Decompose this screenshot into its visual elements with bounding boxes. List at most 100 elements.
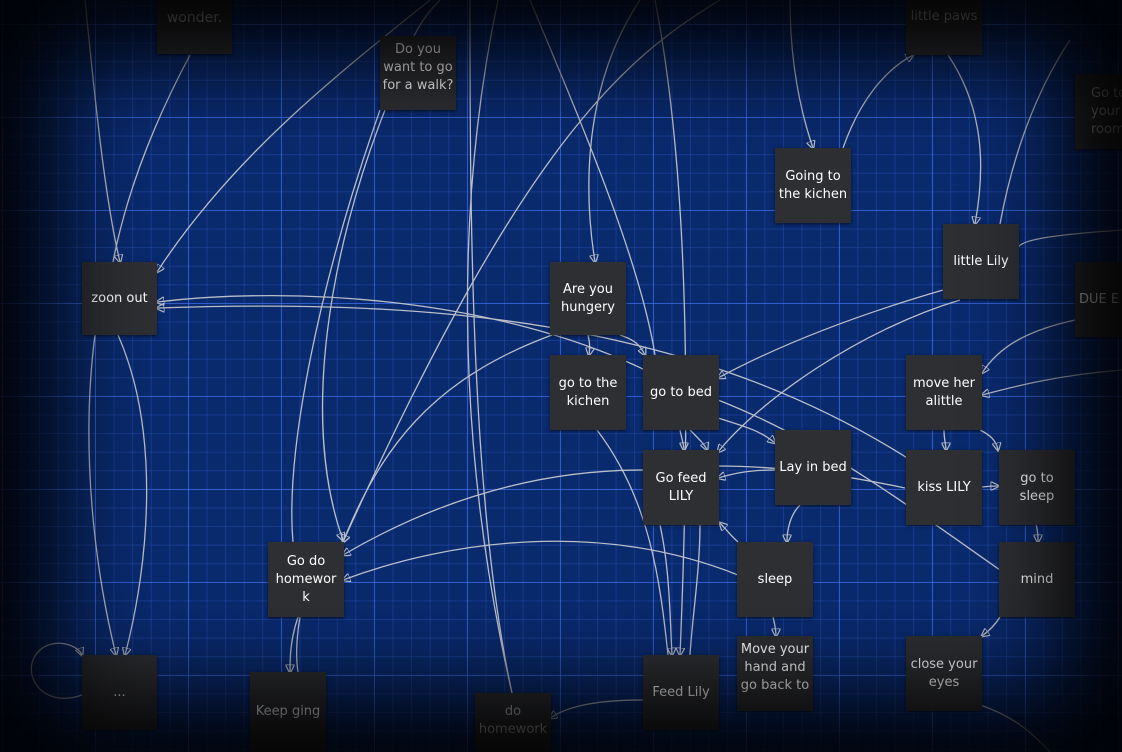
node-label: Go do homework	[275, 553, 337, 605]
edge	[291, 109, 381, 543]
edge	[157, 306, 941, 481]
edge	[982, 319, 1076, 373]
edge	[981, 486, 998, 487]
edge	[321, 109, 386, 540]
edge	[654, 0, 687, 655]
edge	[718, 289, 944, 378]
edge	[787, 504, 801, 542]
edge	[720, 523, 739, 543]
edge	[466, 0, 513, 694]
edge	[343, 0, 721, 542]
node-move-your-hand[interactable]: Move your hand and go back to	[737, 636, 813, 711]
node-label: mind	[1020, 571, 1054, 587]
edge	[689, 429, 707, 450]
node-label: DUE E	[1079, 291, 1120, 307]
node-label: do homework	[478, 704, 548, 737]
edge	[679, 429, 684, 450]
edge	[157, 0, 431, 272]
edge	[588, 0, 641, 262]
node-label: go to the kichen	[558, 375, 618, 409]
node-little-lily[interactable]: little Lily	[943, 224, 1019, 299]
edge	[343, 469, 644, 555]
node-going-to-the-kichen[interactable]: Going to the kichen	[775, 148, 851, 223]
edge	[343, 334, 553, 542]
node-label: Move your hand and go back to	[740, 642, 810, 693]
edge	[982, 369, 1122, 395]
node-are-you-hungery[interactable]: Are you hungery	[550, 262, 626, 335]
node-label: Feed Lily	[652, 684, 710, 700]
node-go-to-the-kichen[interactable]: go to the kichen	[550, 355, 626, 430]
node-due[interactable]: DUE E	[1075, 262, 1122, 337]
node-go-to-bed[interactable]: go to bed	[643, 355, 719, 430]
node-label: little Lily	[953, 253, 1009, 269]
node-close-your-eyes[interactable]: close your eyes	[906, 636, 982, 711]
node-zoon-out[interactable]: zoon out	[82, 262, 157, 335]
edge	[112, 54, 191, 263]
edge	[979, 704, 1051, 752]
node-kiss-lily[interactable]: kiss LILY	[906, 450, 982, 525]
node-go-feed-lily[interactable]: Go feed LILY	[643, 450, 719, 525]
node-mind[interactable]: mind	[999, 542, 1075, 617]
edge	[718, 469, 776, 478]
node-keep-ging[interactable]: Keep ging	[250, 672, 326, 752]
node-label: sleep	[757, 571, 793, 587]
node-lay-in-bed[interactable]: Lay in bed	[775, 430, 851, 505]
node-label: kiss LILY	[917, 479, 971, 495]
edge	[982, 616, 1001, 636]
node-sleep[interactable]: sleep	[737, 542, 813, 617]
edge	[717, 417, 775, 443]
node-label: Do you want to go for a walk?	[382, 42, 454, 93]
node-label: Lay in bed	[779, 459, 847, 475]
node-feed-lily[interactable]: Feed Lily	[643, 655, 719, 730]
edge	[718, 299, 961, 452]
node-go-do-homework[interactable]: Go do homework	[268, 542, 344, 617]
edge	[296, 616, 301, 673]
edge	[290, 616, 299, 672]
node-wonder[interactable]: wonder.	[157, 0, 232, 54]
node-label: Going to the kichen	[778, 168, 848, 202]
node-label: ...	[113, 684, 126, 700]
edge	[588, 334, 590, 355]
edge	[979, 429, 998, 450]
edge	[117, 334, 148, 655]
node-label: Keep ging	[255, 704, 321, 719]
node-do-homework[interactable]: do homework	[475, 693, 551, 752]
edge	[944, 429, 946, 450]
edge	[659, 524, 672, 655]
edge	[30, 642, 82, 699]
edge	[343, 540, 739, 580]
node-label: wonder.	[166, 10, 223, 26]
edge	[88, 334, 116, 655]
edge	[596, 429, 669, 656]
edge	[999, 39, 1071, 225]
node-go-to-sleep[interactable]: go to sleep	[999, 450, 1075, 525]
edge	[1036, 523, 1038, 542]
edge	[773, 616, 776, 636]
node-label: close your eyes	[910, 656, 978, 690]
edges	[30, 0, 1122, 752]
node-label: go to sleep	[1019, 470, 1055, 504]
node-label: move her alittle	[912, 375, 976, 409]
node-ellipsis[interactable]: ...	[82, 655, 157, 730]
node-label: Go feed LILY	[655, 470, 707, 504]
node-label: Are you hungery	[560, 281, 615, 315]
node-label: zoon out	[91, 290, 148, 306]
node-label: little paws	[910, 9, 978, 24]
edge	[789, 0, 813, 148]
edge	[842, 55, 913, 149]
node-little-paws[interactable]: little paws	[906, 0, 982, 55]
edge	[717, 399, 1001, 571]
edge	[84, 0, 120, 262]
edge	[412, 0, 441, 39]
edge	[689, 524, 701, 656]
node-move-her-alittle[interactable]: move her alittle	[906, 355, 982, 430]
edge	[157, 294, 646, 371]
edge	[529, 0, 656, 356]
node-do-you-want-to-go-for-a-walk[interactable]: Do you want to go for a walk?	[380, 36, 456, 110]
edge	[947, 54, 982, 224]
node-go-to-your-room[interactable]: Go to your room	[1075, 74, 1122, 149]
edge	[619, 334, 645, 355]
edge	[469, 0, 513, 694]
